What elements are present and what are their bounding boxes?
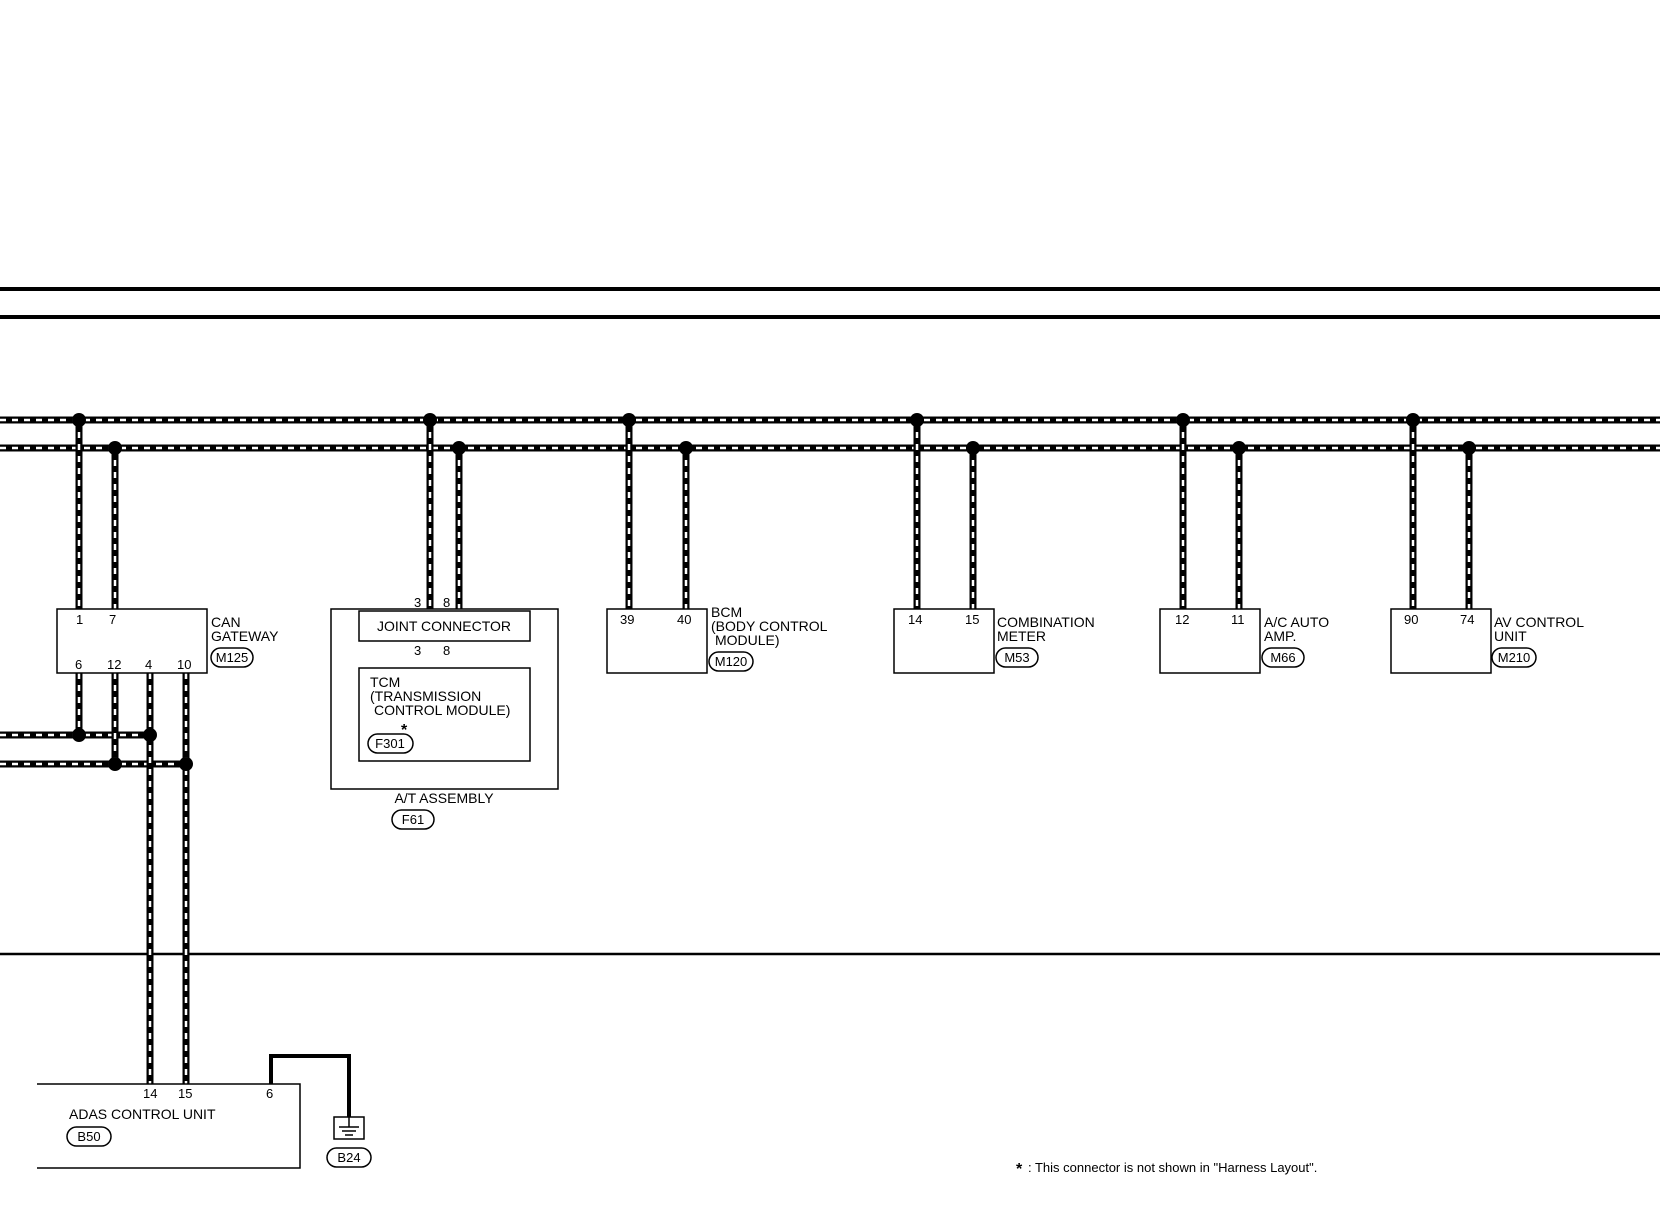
av-control-unit-pin-2: 74	[1460, 612, 1474, 627]
junction-dot-0	[72, 413, 86, 427]
bcm-connector-badge: M120	[715, 654, 748, 669]
adas-control-unit-label: ADAS CONTROL UNIT	[69, 1106, 216, 1122]
adas-control-unit: 14 15 6 ADAS CONTROL UNIT B50	[37, 1083, 301, 1169]
junction-dot-11	[1462, 441, 1476, 455]
junction-dot-1	[108, 441, 122, 455]
bcm-unit: 39 40 BCM (BODY CONTROL MODULE) M120	[606, 604, 828, 674]
av-control-unit-label-1: AV CONTROL	[1494, 614, 1584, 630]
junction-dot-7	[966, 441, 980, 455]
at-assembly-unit: JOINT CONNECTOR 3 8 3 8 TCM (TRANSMISSIO…	[330, 595, 559, 830]
can-gateway-unit: 1 7 6 12 4 10 CAN GATEWAY M125	[56, 608, 279, 674]
bcm-label-2: (BODY CONTROL	[711, 618, 828, 634]
footnote-star: *	[1016, 1161, 1023, 1178]
junction-dot-6	[910, 413, 924, 427]
tcm-label-1: TCM	[370, 674, 400, 690]
ground-icon	[333, 1116, 365, 1140]
adas-pin-1: 14	[143, 1086, 157, 1101]
can-gateway-pin-top-2: 7	[109, 612, 116, 627]
junction-dot-8	[1176, 413, 1190, 427]
combination-meter-unit: 14 15 COMBINATION METER M53	[893, 608, 1095, 674]
junction-dots	[72, 413, 1476, 771]
junction-dot-9	[1232, 441, 1246, 455]
combination-meter-connector-badge: M53	[1004, 650, 1029, 665]
junction-dot-13	[143, 728, 157, 742]
can-gateway-pin-bottom-1: 6	[75, 657, 82, 672]
tcm-connector-badge: F301	[375, 736, 405, 751]
can-gateway-pin-bottom-3: 4	[145, 657, 152, 672]
joint-connector-pin-top-2: 8	[443, 595, 450, 610]
av-control-unit-connector-badge: M210	[1498, 650, 1531, 665]
ground-connector-badge: B24	[337, 1150, 360, 1165]
can-gateway-label-2: GATEWAY	[211, 628, 279, 644]
footnote-text: : This connector is not shown in "Harnes…	[1028, 1160, 1317, 1175]
junction-dot-10	[1406, 413, 1420, 427]
can-gateway-label-1: CAN	[211, 614, 241, 630]
junction-dot-5	[679, 441, 693, 455]
joint-connector-pin-top-1: 3	[414, 595, 421, 610]
combination-meter-pin-2: 15	[965, 612, 979, 627]
tcm-star-mark: *	[401, 722, 408, 739]
ac-auto-amp-pin-2: 11	[1231, 612, 1245, 627]
joint-connector-pin-bottom-1: 3	[414, 643, 421, 658]
combination-meter-label-1: COMBINATION	[997, 614, 1095, 630]
ac-auto-amp-label-2: AMP.	[1264, 628, 1296, 644]
drop-wires	[75, 420, 1473, 1084]
adas-pin-3: 6	[266, 1086, 273, 1101]
av-control-unit-label-2: UNIT	[1494, 628, 1527, 644]
av-control-unit: 90 74 AV CONTROL UNIT M210	[1390, 608, 1584, 674]
bcm-label-3: MODULE)	[715, 632, 780, 648]
can-gateway-pin-bottom-2: 12	[107, 657, 121, 672]
junction-dot-2	[423, 413, 437, 427]
ac-auto-amp-pin-1: 12	[1175, 612, 1189, 627]
av-control-unit-pin-1: 90	[1404, 612, 1418, 627]
combination-meter-pin-1: 14	[908, 612, 922, 627]
junction-dot-12	[72, 728, 86, 742]
junction-dot-14	[108, 757, 122, 771]
bcm-pin-2: 40	[677, 612, 691, 627]
at-assembly-label: A/T ASSEMBLY	[394, 790, 494, 806]
joint-connector-pin-bottom-2: 8	[443, 643, 450, 658]
tcm-label-3: CONTROL MODULE)	[374, 702, 510, 718]
bcm-label-1: BCM	[711, 604, 742, 620]
junction-dot-4	[622, 413, 636, 427]
joint-connector-label: JOINT CONNECTOR	[377, 618, 511, 634]
ac-auto-amp-label-1: A/C AUTO	[1264, 614, 1329, 630]
junction-dot-3	[452, 441, 466, 455]
ac-auto-amp-unit: 12 11 A/C AUTO AMP. M66	[1159, 608, 1329, 674]
can-gateway-connector-badge: M125	[216, 650, 249, 665]
ground-wire	[269, 1054, 351, 1117]
can-gateway-pin-bottom-4: 10	[177, 657, 191, 672]
tcm-label-2: (TRANSMISSION	[370, 688, 481, 704]
bcm-pin-1: 39	[620, 612, 634, 627]
ac-auto-amp-connector-badge: M66	[1270, 650, 1295, 665]
can-gateway-pin-top-1: 1	[76, 612, 83, 627]
adas-connector-badge: B50	[77, 1129, 100, 1144]
junction-dot-15	[179, 757, 193, 771]
at-assembly-connector-badge: F61	[402, 812, 424, 827]
adas-pin-2: 15	[178, 1086, 192, 1101]
combination-meter-label-2: METER	[997, 628, 1046, 644]
